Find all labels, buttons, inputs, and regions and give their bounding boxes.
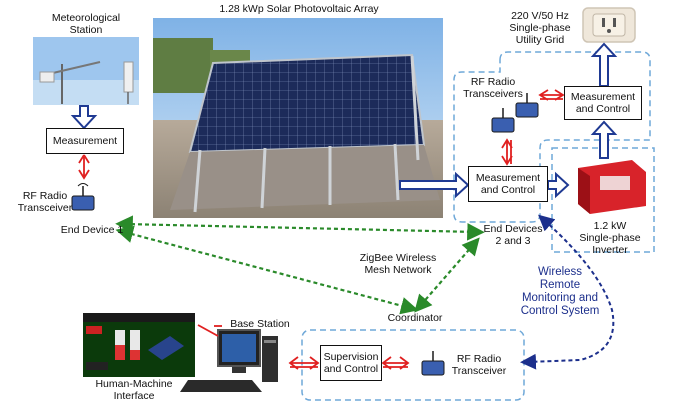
arrow-met-to-measurement [70,105,98,130]
wireless-link-curve [520,214,615,370]
array-title: 1.28 kWp Solar Photovoltaic Array [219,3,379,15]
arrow-measurement-to-inverter [547,171,570,199]
zigbee-link-ed1-ed23 [115,215,485,241]
arrow-measurement-to-grid [590,42,618,87]
base-station-label: Base Station [230,318,290,330]
antenna-icon [71,93,539,376]
power-outlet-icon [582,7,636,43]
solar-panel-photo [153,18,443,218]
arrow-array-to-measurement [399,171,470,199]
hmi-screenshot [83,313,195,377]
end-device-1-label: End Device 1 [60,224,124,236]
measurement-box: Measurement [46,128,124,154]
weather-station-photo [33,37,139,105]
inverter-photo [572,158,646,216]
arrow-inverter-to-measurement [590,120,618,159]
coordinator-label: Coordinator [387,312,443,324]
computer-photo [180,329,278,392]
zigbee-link-ed1-coordinator [115,225,419,315]
